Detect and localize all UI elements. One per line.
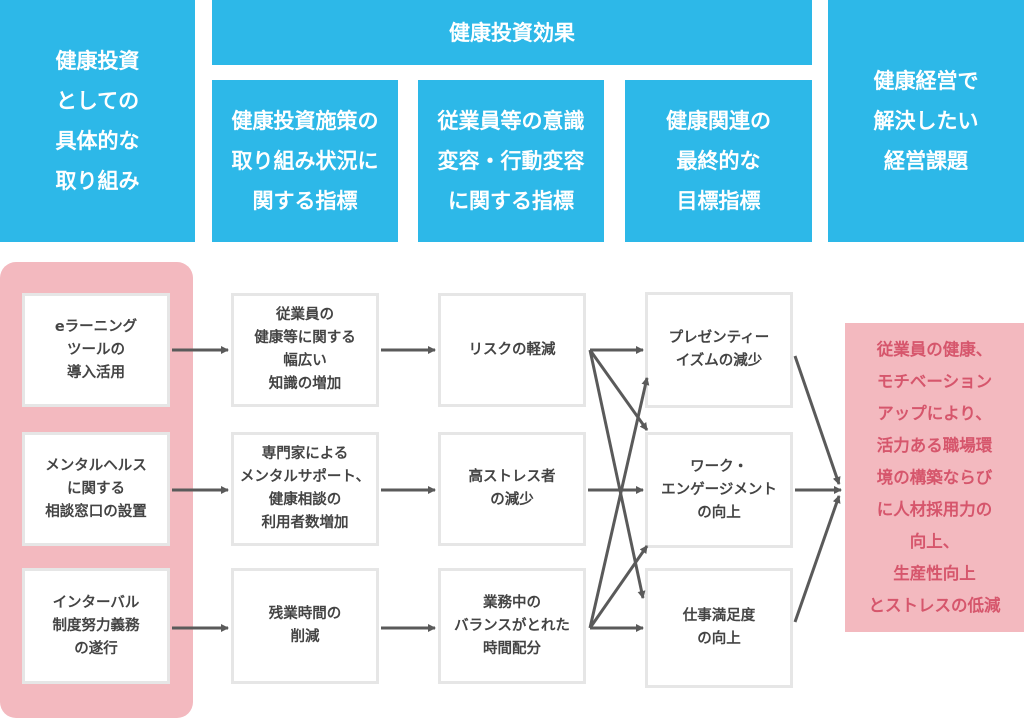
initiative-box: eラーニング ツールの 導入活用 [22, 293, 170, 407]
behavior-indicator-box: リスクの軽減 [438, 293, 586, 407]
behavior-indicator-box: 高ストレス者 の減少 [438, 432, 586, 546]
initiative-box: メンタルヘルス に関する 相談窓口の設置 [22, 432, 170, 546]
initiative-box: インターバル 制度努力義務 の遂行 [22, 568, 170, 684]
final-indicator-box: ワーク・ エンゲージメント の向上 [645, 432, 793, 548]
arrow [793, 355, 841, 485]
policy-indicator-box: 従業員の 健康等に関する 幅広い 知識の増加 [231, 293, 379, 407]
behavior-indicator-box: 業務中の バランスがとれた 時間配分 [438, 568, 586, 684]
final-indicator-box: プレゼンティー イズムの減少 [645, 292, 793, 408]
header-effects-title: 健康投資効果 [212, 0, 812, 65]
arrow [588, 545, 649, 629]
header-management-issues: 健康経営で 解決したい 経営課題 [828, 0, 1024, 242]
header-behavior-indicators: 従業員等の意識 変容・行動変容 に関する指標 [418, 80, 604, 242]
policy-indicator-box: 残業時間の 削減 [231, 568, 379, 684]
header-initiatives: 健康投資 としての 具体的な 取り組み [0, 0, 195, 242]
header-final-indicators: 健康関連の 最終的な 目標指標 [625, 80, 812, 242]
arrow [793, 495, 841, 623]
arrow [588, 377, 650, 629]
arrow [588, 349, 646, 599]
policy-indicator-box: 専門家による メンタルサポート、 健康相談の 利用者数増加 [231, 432, 379, 546]
management-goal-box: 従業員の健康、 モチベーション アップにより、 活力ある職場環 境の構築ならび … [845, 323, 1024, 632]
final-indicator-box: 仕事満足度 の向上 [645, 568, 793, 688]
header-policy-indicators: 健康投資施策の 取り組み状況に 関する指標 [212, 80, 398, 242]
